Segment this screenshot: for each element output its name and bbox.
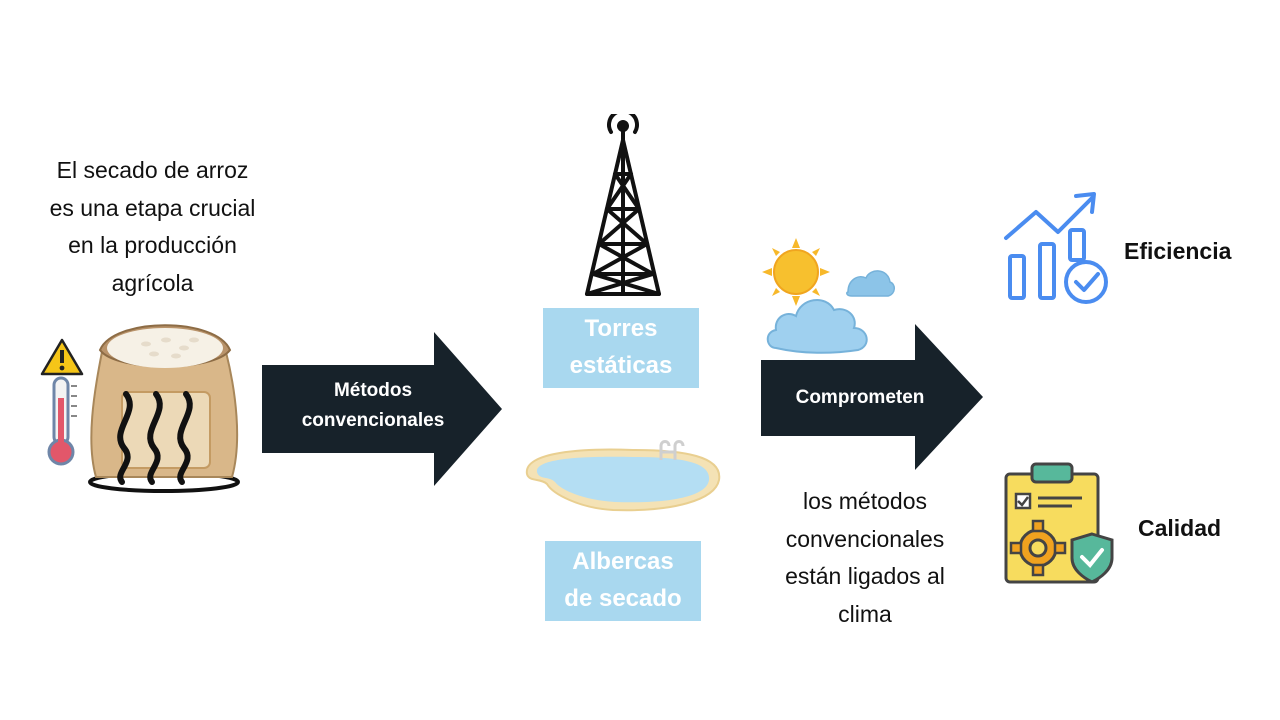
thermometer-icon: [44, 376, 80, 468]
pool-icon: [523, 438, 723, 516]
torres-estaticas-label: Torres estáticas: [543, 308, 699, 388]
albercas-de-secado-label: Albercas de secado: [545, 541, 701, 621]
intro-line: El secado de arroz: [56, 157, 249, 183]
climate-line: están ligados al: [785, 563, 945, 589]
growth-chart-icon: [1000, 190, 1112, 306]
arrow-metodos-convencionales: [262, 332, 502, 486]
intro-line: es una etapa crucial: [49, 194, 256, 221]
warning-icon: [40, 338, 84, 376]
intro-line: agrícola: [111, 269, 194, 296]
tower-icon: [583, 114, 663, 300]
outcome-eficiencia: Eficiencia: [1124, 238, 1232, 264]
climate-line: los métodos: [802, 488, 927, 514]
tower-line: Torres: [584, 315, 658, 342]
arrow1-line: Métodos: [333, 380, 413, 401]
rice-sack-icon: [84, 312, 246, 494]
intro-line: en la producción: [68, 232, 237, 258]
pool-line: de secado: [564, 585, 682, 612]
pool-line: Albercas: [572, 548, 674, 575]
climate-line: clima: [838, 600, 892, 627]
arrow1-line: convencionales: [301, 410, 445, 431]
outcome-calidad: Calidad: [1138, 515, 1222, 541]
arrow2-label: Comprometen: [795, 387, 925, 408]
climate-line: convencionales: [785, 525, 945, 552]
arrow-comprometen: [761, 324, 983, 470]
climate-note: los métodos convencionales están ligados…: [745, 483, 985, 633]
sun-cloud-icon: [762, 238, 896, 360]
arrow1-label: Métodos convencionales: [268, 376, 478, 436]
quality-clipboard-icon: [1002, 460, 1116, 586]
tower-line: estáticas: [569, 352, 673, 379]
intro-text: El secado de arroz es una etapa crucial …: [20, 152, 285, 302]
